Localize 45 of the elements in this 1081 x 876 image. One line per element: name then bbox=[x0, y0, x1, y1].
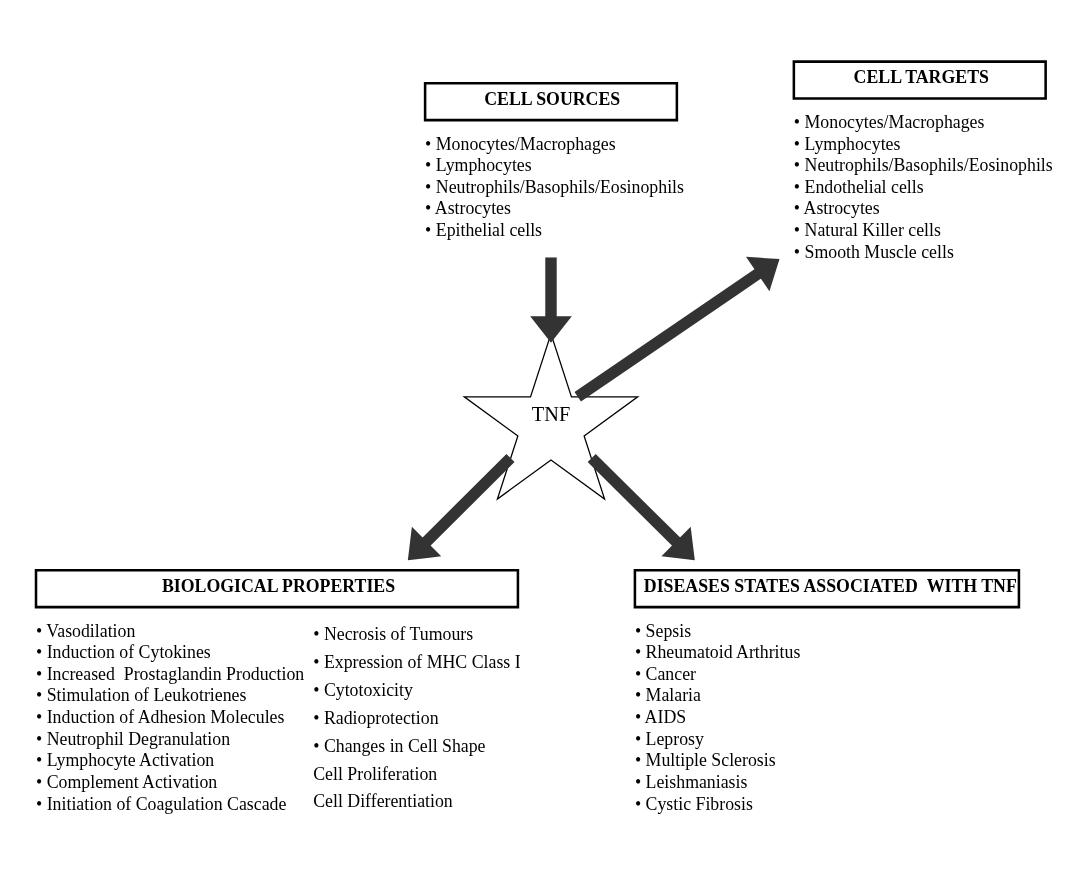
node-label: • Radioprotection bbox=[313, 707, 439, 728]
node-label: • Astrocytes bbox=[425, 198, 511, 219]
node-label: • Lymphocyte Activation bbox=[36, 750, 215, 771]
node-label: • Rheumatoid Arthritus bbox=[634, 642, 801, 663]
node-label: • Neutrophils/Basophils/Eosinophils bbox=[425, 176, 684, 197]
node-label: • Cancer bbox=[634, 663, 696, 684]
node-label: • Neutrophils/Basophils/Eosinophils bbox=[793, 155, 1053, 176]
node-label: • Lymphocytes bbox=[793, 133, 901, 154]
node-label: • Natural Killer cells bbox=[793, 220, 941, 241]
node-label: • Changes in Cell Shape bbox=[313, 735, 486, 756]
arrow bbox=[407, 453, 515, 561]
node-label: • Monocytes/Macrophages bbox=[793, 111, 985, 132]
node-label: • AIDS bbox=[634, 707, 687, 728]
node-box: DISEASES STATES ASSOCIATED WITH TNF bbox=[633, 568, 1021, 609]
node-label: • Endothelial cells bbox=[793, 176, 924, 197]
node-label: • Cytotoxicity bbox=[313, 679, 413, 700]
node-label: • Smooth Muscle cells bbox=[793, 241, 954, 262]
node-box: BIOLOGICAL PROPERTIES bbox=[34, 568, 520, 609]
node-box: CELL SOURCES bbox=[423, 81, 679, 122]
node-label: • Monocytes/Macrophages bbox=[425, 133, 616, 154]
node-label: • Vasodilation bbox=[36, 620, 136, 641]
node-label: • Necrosis of Tumours bbox=[313, 623, 474, 644]
node-label: Cell Proliferation bbox=[313, 763, 438, 784]
node-label: • Induction of Cytokines bbox=[36, 642, 211, 663]
node-label: • Epithelial cells bbox=[425, 220, 543, 241]
node-label: • Neutrophil Degranulation bbox=[36, 728, 231, 749]
node-label: • Expression of MHC Class I bbox=[313, 651, 521, 672]
node-label: • Astrocytes bbox=[793, 198, 880, 219]
node-label: • Complement Activation bbox=[36, 771, 218, 792]
node-label: • Cystic Fibrosis bbox=[634, 793, 753, 814]
node-label: • Induction of Adhesion Molecules bbox=[36, 707, 285, 728]
node-label: • Increased Prostaglandin Production bbox=[36, 663, 305, 684]
node-label: • Leprosy bbox=[634, 728, 704, 749]
node-label: • Stimulation of Leukotrienes bbox=[36, 685, 247, 706]
node-label: • Sepsis bbox=[634, 620, 692, 641]
node-label: • Leishmaniasis bbox=[634, 771, 748, 792]
node-label: • Initiation of Coagulation Cascade bbox=[36, 793, 287, 814]
node-box: CELL TARGETS bbox=[792, 60, 1047, 100]
node-label: • Lymphocytes bbox=[425, 155, 532, 176]
arrow bbox=[574, 256, 780, 402]
arrow bbox=[530, 257, 572, 343]
node-label: • Malaria bbox=[634, 685, 701, 706]
arrow bbox=[587, 453, 695, 561]
node-label: • Multiple Sclerosis bbox=[634, 750, 776, 771]
node-label: Cell Differentiation bbox=[313, 791, 453, 812]
